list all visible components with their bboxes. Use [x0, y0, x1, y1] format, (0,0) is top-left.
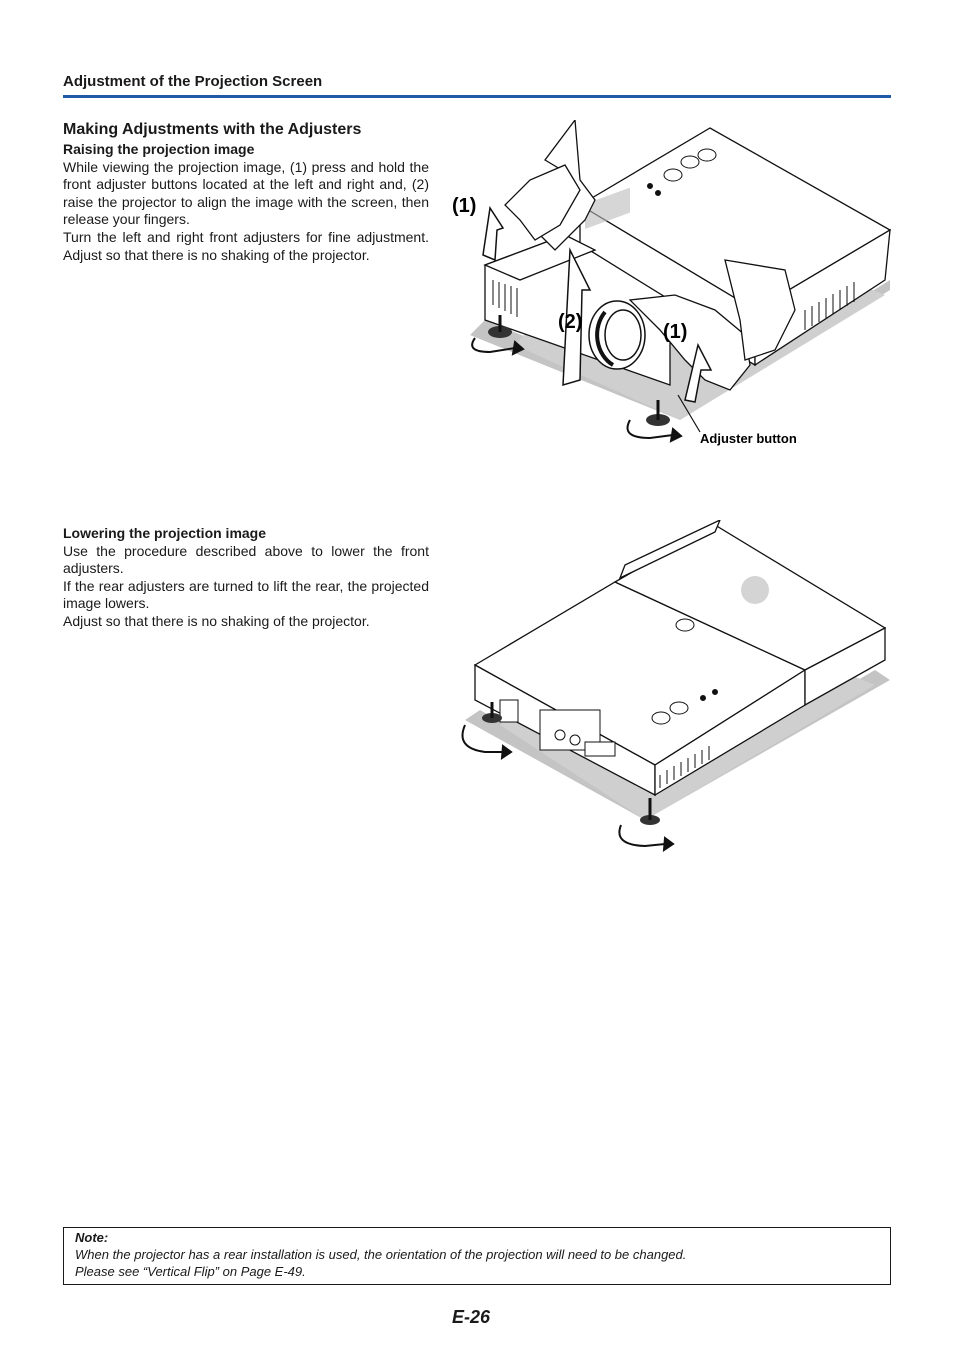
- note-title: Note:: [75, 1230, 109, 1245]
- label-2: (2): [558, 311, 582, 333]
- label-1-right: (1): [663, 321, 687, 343]
- note-line-2: Please see “Vertical Flip” on Page E-49.: [75, 1264, 306, 1279]
- rear-ports: [499, 699, 616, 757]
- rotation-arrows: [471, 337, 683, 443]
- note-box: Note: When the projector has a rear inst…: [63, 1227, 891, 1285]
- up-arrows: [482, 205, 713, 403]
- control-panel: [647, 148, 717, 196]
- lens: [588, 300, 646, 370]
- section-header: Adjustment of the Projection Screen: [63, 73, 323, 90]
- section-rule: [63, 95, 891, 98]
- adjuster-feet: [488, 315, 670, 426]
- raising-section: Raising the projection image While viewi…: [63, 141, 429, 264]
- lowering-paragraph-3: Adjust so that there is no shaking of th…: [63, 612, 370, 629]
- note-line-1: When the projector has a rear installati…: [75, 1247, 687, 1262]
- vent-grille: [492, 280, 855, 330]
- speaker-grille: [741, 576, 769, 604]
- lowering-subheading: Lowering the projection image: [63, 525, 267, 541]
- speaker-grille: [585, 187, 630, 230]
- adjuster-button-label: Adjuster button: [700, 431, 797, 446]
- lowering-paragraph-2: If the rear adjusters are turned to lift…: [63, 577, 429, 612]
- page-heading: Making Adjustments with the Adjusters: [63, 121, 362, 138]
- raising-paragraph-2: Turn the left and right front adjusters …: [63, 228, 429, 263]
- page-number: E-26: [452, 1307, 491, 1327]
- raise-projector-illustration: (1) (2) (1) Adjuster button: [452, 120, 892, 446]
- rotation-arrows: [461, 724, 675, 852]
- adjuster-leader-line: [677, 394, 701, 433]
- vent-grille: [659, 746, 710, 788]
- lower-projector-illustration: [461, 520, 890, 852]
- label-1-left: (1): [452, 195, 476, 217]
- lowering-section: Lowering the projection image Use the pr…: [63, 525, 429, 631]
- raising-subheading: Raising the projection image: [63, 141, 255, 157]
- hands: [504, 120, 796, 391]
- raising-paragraph-1: While viewing the projection image, (1) …: [63, 158, 429, 228]
- control-panel: [651, 618, 718, 725]
- lowering-paragraph-1: Use the procedure described above to low…: [63, 542, 429, 577]
- adjuster-feet: [482, 702, 660, 825]
